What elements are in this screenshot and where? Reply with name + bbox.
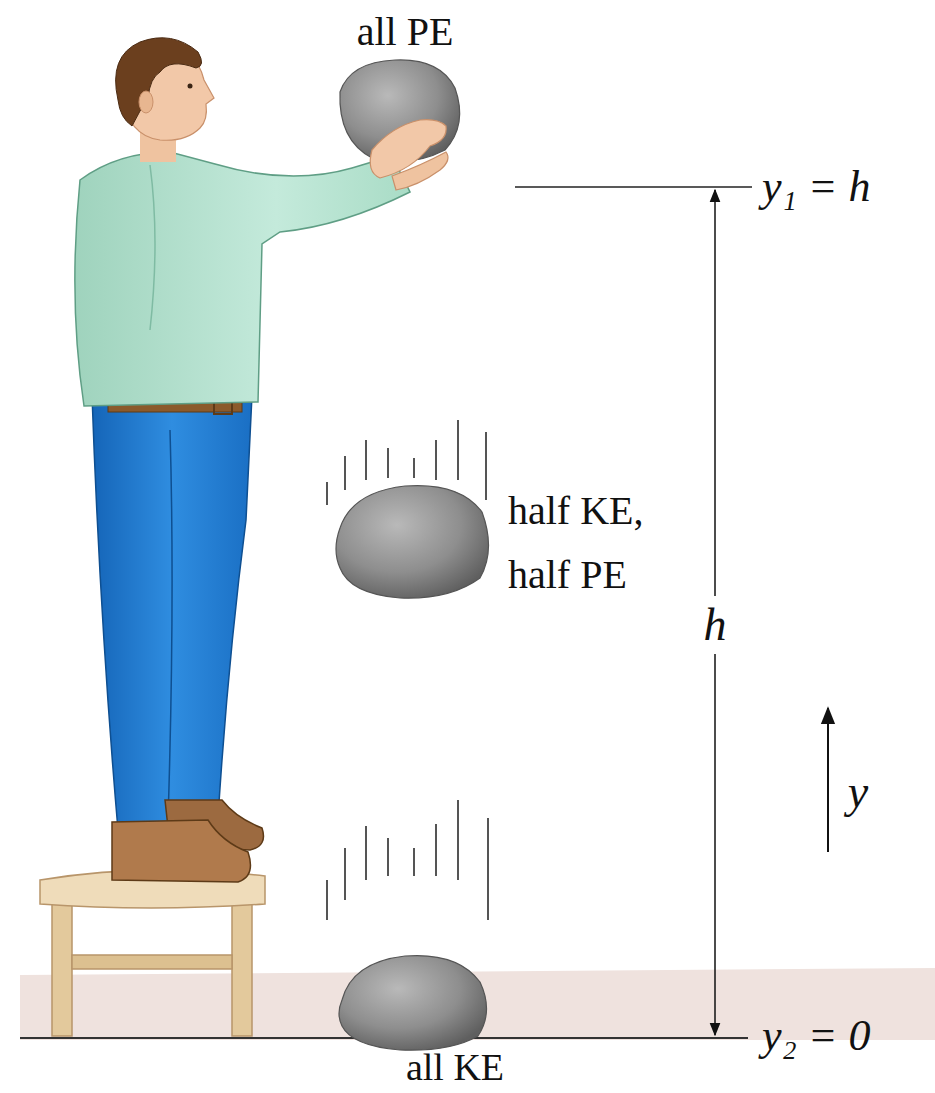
shoe <box>112 820 250 882</box>
energy-label: all PE <box>357 10 454 54</box>
motion-line <box>365 440 367 480</box>
motion-line <box>344 456 346 490</box>
motion-line <box>413 848 415 876</box>
motion-line <box>487 818 489 920</box>
shirt <box>75 152 410 406</box>
motion-line <box>344 848 346 900</box>
dimension-label: h <box>698 596 733 655</box>
stool-leg <box>52 900 72 1036</box>
motion-line <box>365 826 367 880</box>
stool-leg <box>232 900 252 1036</box>
stool-crossbar <box>72 955 232 969</box>
rock <box>339 956 487 1051</box>
motion-line <box>485 432 487 500</box>
energy-label: half KE, half PE <box>508 479 688 607</box>
energy-label: all KE <box>406 1047 504 1089</box>
axis-label: y <box>848 767 868 818</box>
motion-line <box>435 824 437 876</box>
ear <box>139 91 153 113</box>
motion-line <box>387 448 389 478</box>
motion-line <box>326 482 328 505</box>
position-label: y₁ = h <box>762 163 871 211</box>
jeans <box>92 395 252 830</box>
reference-line <box>515 186 752 188</box>
shirt-fold <box>150 165 155 330</box>
rock <box>336 486 489 599</box>
motion-line <box>387 838 389 876</box>
motion-line <box>457 800 459 880</box>
motion-line <box>457 420 459 480</box>
eye <box>188 84 193 89</box>
hand <box>392 152 448 190</box>
motion-line <box>326 880 328 920</box>
motion-line <box>435 440 437 480</box>
axis-arrow <box>827 708 829 852</box>
motion-line <box>413 458 415 478</box>
hair <box>116 38 202 126</box>
motion-lines <box>327 800 488 920</box>
jeans-seam <box>168 430 172 820</box>
position-label: y₂ = 0 <box>762 1012 871 1060</box>
